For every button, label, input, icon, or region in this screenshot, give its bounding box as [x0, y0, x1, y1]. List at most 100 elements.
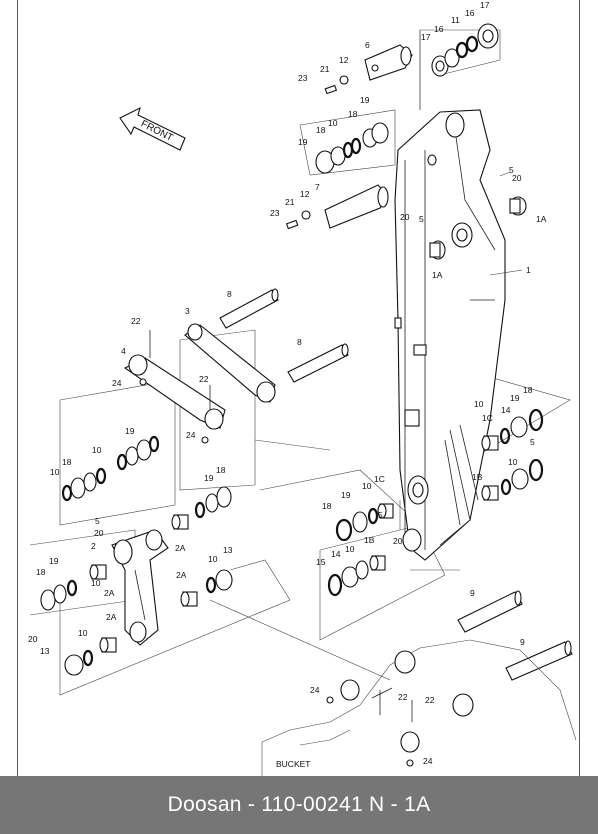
- callout-19: 19: [298, 137, 308, 147]
- callout-9: 9: [470, 588, 475, 598]
- callout-5: 5: [95, 516, 100, 526]
- front-direction-arrow: FRONT: [119, 106, 186, 151]
- callout-24: 24: [186, 430, 196, 440]
- callout-3: 3: [185, 306, 190, 316]
- callout-4: 4: [121, 346, 126, 356]
- bushings-1a: [429, 196, 527, 260]
- callout-1C: 1C: [374, 474, 385, 484]
- callout-2A: 2A: [104, 588, 115, 598]
- callout-10: 10: [345, 544, 355, 554]
- bushings-2a: [40, 514, 233, 676]
- callout-17: 17: [421, 32, 431, 42]
- callout-10: 10: [78, 628, 88, 638]
- callout-5: 5: [378, 510, 383, 520]
- middle-ring-stack: [315, 122, 389, 174]
- callout-22: 22: [199, 374, 209, 384]
- leader-lines: [399, 30, 523, 530]
- callout-19: 19: [49, 556, 59, 566]
- callout-20: 20: [393, 536, 403, 546]
- callout-1C: 1C: [482, 413, 493, 423]
- callout-22: 22: [398, 692, 408, 702]
- callout-8: 8: [227, 289, 232, 299]
- pin-6: [324, 44, 413, 95]
- link-4: [123, 330, 226, 444]
- callout-10: 10: [474, 399, 484, 409]
- bucket: BUCKET: [261, 639, 577, 776]
- center-ring-stacks: [327, 503, 394, 597]
- callout-1A: 1A: [432, 270, 443, 280]
- callout-20: 20: [94, 528, 104, 538]
- callout-18: 18: [523, 385, 533, 395]
- callout-18: 18: [322, 501, 332, 511]
- callout-24: 24: [423, 756, 433, 766]
- diagram-frame: [17, 0, 580, 776]
- callout-20: 20: [400, 212, 410, 222]
- callout-18: 18: [316, 125, 326, 135]
- callout-2A: 2A: [176, 570, 187, 580]
- callout-18: 18: [348, 109, 358, 119]
- callout-11: 11: [451, 15, 460, 25]
- callout-5: 5: [509, 165, 514, 175]
- callout-24: 24: [112, 378, 122, 388]
- callout-19: 19: [360, 95, 370, 105]
- callout-19: 19: [125, 426, 135, 436]
- callout-1: 1: [526, 265, 531, 275]
- boom-arm: [394, 109, 506, 561]
- callout-10: 10: [91, 578, 101, 588]
- callout-20: 20: [512, 173, 522, 183]
- callout-14: 14: [331, 549, 341, 559]
- callout-15: 15: [316, 557, 326, 567]
- callout-21: 21: [285, 197, 295, 207]
- callout-1A: 1A: [536, 214, 547, 224]
- right-ring-stacks: [481, 408, 544, 501]
- callout-12: 12: [300, 189, 310, 199]
- callout-7: 7: [315, 182, 320, 192]
- callout-10: 10: [508, 457, 518, 467]
- callout-24: 24: [310, 685, 320, 695]
- link-3: [184, 323, 276, 403]
- callout-1B: 1B: [472, 472, 483, 482]
- pins-9: [457, 590, 573, 681]
- callout-14: 14: [501, 405, 511, 415]
- callout-13: 13: [40, 646, 50, 656]
- callout-19: 19: [204, 473, 214, 483]
- callout-2A: 2A: [106, 612, 117, 622]
- callout-22: 22: [131, 316, 141, 326]
- callout-10: 10: [328, 118, 338, 128]
- left-ring-stacks: [61, 435, 232, 519]
- callout-8: 8: [297, 337, 302, 347]
- callout-23: 23: [270, 208, 280, 218]
- callout-5: 5: [530, 437, 535, 447]
- callout-5: 5: [419, 214, 424, 224]
- callout-10: 10: [362, 481, 372, 491]
- callout-2: 2: [91, 541, 96, 551]
- callout-16: 16: [434, 24, 444, 34]
- callout-18: 18: [36, 567, 46, 577]
- callout-10: 10: [92, 445, 102, 455]
- callout-21: 21: [320, 64, 330, 74]
- callout-18: 18: [216, 465, 226, 475]
- callout-16: 16: [465, 8, 475, 18]
- top-washer-stack: [431, 23, 499, 77]
- callout-22: 22: [425, 695, 435, 705]
- footer-bar: Doosan - 110-00241 N - 1A: [0, 776, 598, 834]
- callout-19: 19: [341, 490, 351, 500]
- callout-9: 9: [520, 637, 525, 647]
- pins-8: [219, 288, 349, 383]
- callout-6: 6: [365, 40, 370, 50]
- pin-7: [285, 184, 389, 230]
- callout-17: 17: [480, 0, 490, 10]
- callout-18: 18: [62, 457, 72, 467]
- callout-10: 10: [208, 554, 218, 564]
- callout-12: 12: [339, 55, 349, 65]
- exploded-parts-diagram: FRONT: [28, 0, 577, 776]
- callout-19: 19: [510, 393, 520, 403]
- callout-20: 20: [28, 634, 38, 644]
- link-2: [111, 529, 169, 646]
- callout-23: 23: [298, 73, 308, 83]
- callout-2A: 2A: [175, 543, 186, 553]
- callout-13: 13: [223, 545, 233, 555]
- footer-caption: Doosan - 110-00241 N - 1A: [167, 793, 431, 816]
- bucket-label: BUCKET: [276, 759, 310, 769]
